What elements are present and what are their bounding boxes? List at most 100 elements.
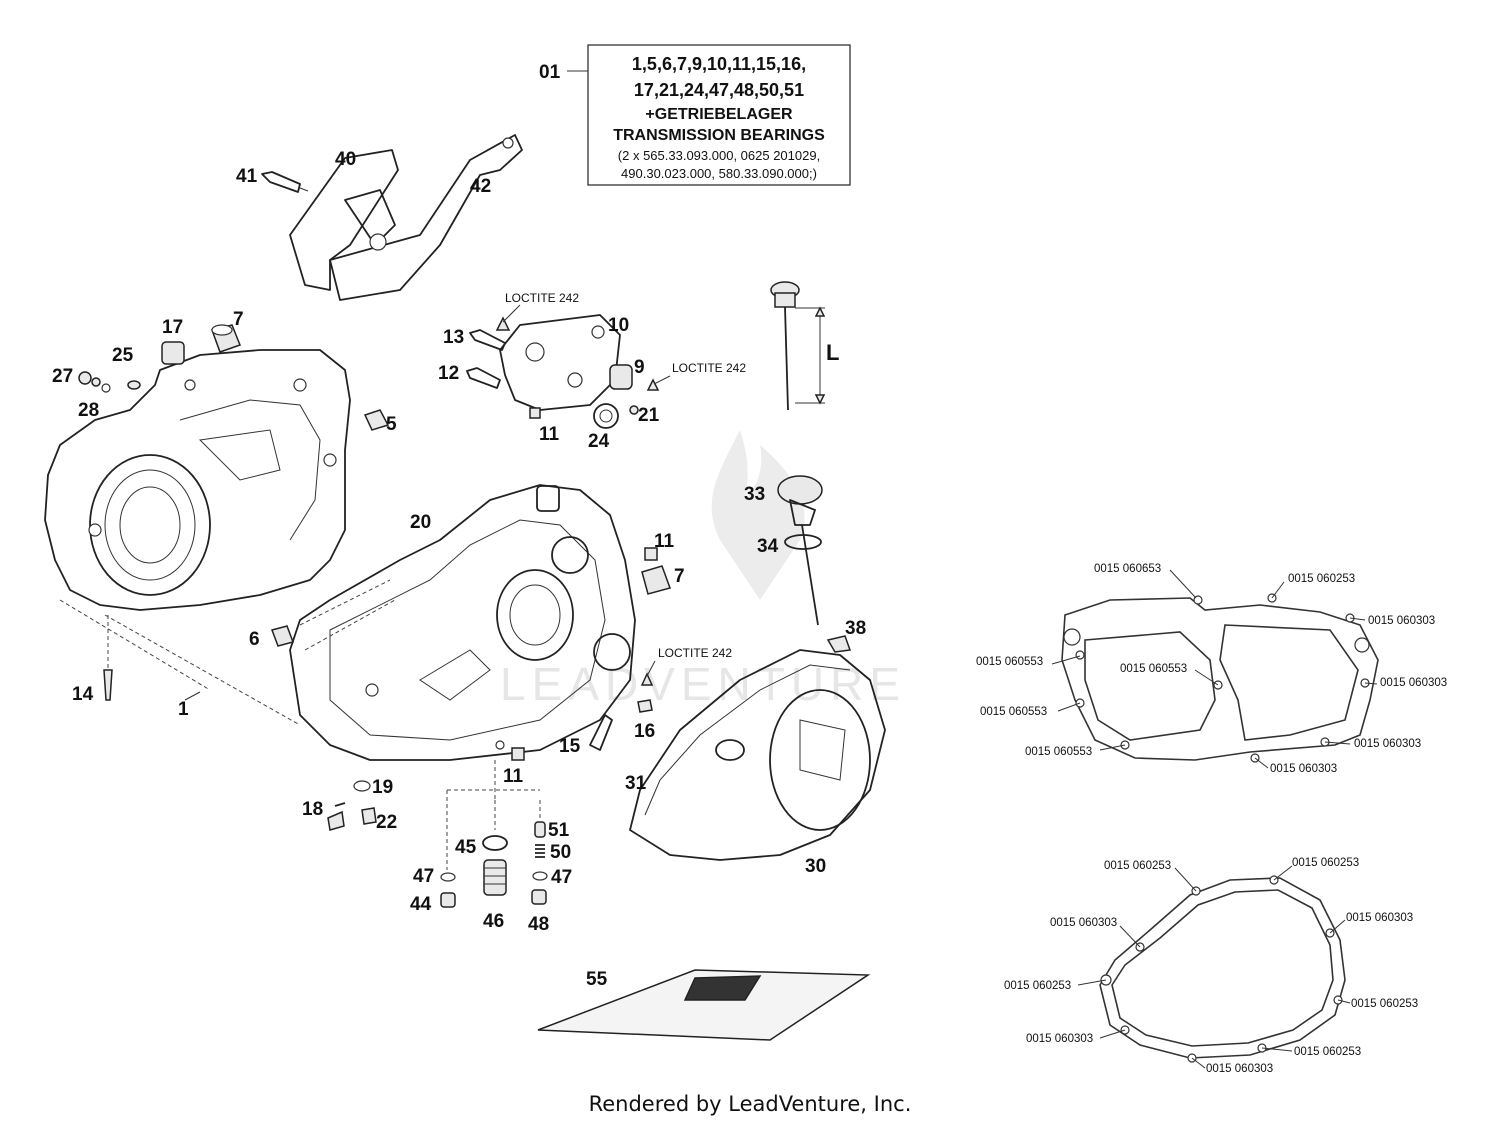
clutch-cover-gasket: 0015 060253 0015 060253 0015 060303 0015…: [1004, 857, 1418, 1075]
callout-15: 15: [559, 736, 581, 757]
bearing-9: [609, 364, 633, 390]
callout-42: 42: [470, 176, 491, 197]
callout-45: 45: [455, 837, 477, 858]
seal-24: [593, 403, 619, 429]
callout-5: 5: [386, 414, 397, 435]
callout-01: 01: [539, 62, 561, 83]
callout-14: 14: [72, 684, 94, 705]
callout-48: 48: [528, 914, 549, 935]
callout-10: 10: [608, 315, 629, 336]
callout-21: 21: [638, 405, 660, 426]
bolt-41: [261, 171, 301, 193]
gasket-code-bottom-2: 0015 060253: [1292, 857, 1359, 869]
screw-16: [637, 699, 653, 713]
callout-12: 12: [438, 363, 459, 384]
callout-40: 40: [335, 149, 356, 170]
gasket-code-bottom-7: 0015 060303: [1026, 1033, 1093, 1045]
dowel-6: [271, 625, 294, 647]
gasket-code-top-5: 0015 060553: [1120, 663, 1187, 675]
gasket-code-bottom-8: 0015 060253: [1294, 1046, 1361, 1058]
kit-line-3: +GETRIEBELAGER: [645, 106, 793, 123]
dowel-11-top: [529, 407, 541, 419]
gasket-code-top-2: 0015 060253: [1288, 573, 1355, 585]
callout-16: 16: [634, 721, 655, 742]
callout-1: 1: [178, 699, 189, 720]
lock-plate-assembly: 15 LOCTITE 242 16: [559, 646, 732, 757]
gasket-code-bottom-1: 0015 060253: [1104, 860, 1171, 872]
kit-line-1: 1,5,6,7,9,10,11,15,16,: [632, 54, 806, 74]
loctite-label-2: LOCTITE 242: [672, 361, 746, 375]
callout-47-right: 47: [551, 867, 572, 888]
chain-guide-assembly: 40 41 42: [236, 134, 523, 301]
callout-11-top: 11: [539, 424, 560, 445]
callout-44: 44: [410, 894, 432, 915]
crankcase-gasket: 0015 060653 0015 060253 0015 060303 0015…: [976, 563, 1447, 775]
gasket-code-bottom-3: 0015 060303: [1050, 917, 1117, 929]
callout-9: 9: [634, 357, 645, 378]
washer-47-right: [532, 871, 548, 881]
callout-7-top: 7: [233, 309, 244, 330]
callout-28: 28: [78, 400, 99, 421]
kit-info-box: 01 1,5,6,7,9,10,11,15,16, 17,21,24,47,48…: [539, 44, 851, 186]
spring-50: [535, 844, 545, 858]
gasket-code-top-9: 0015 060553: [1025, 746, 1092, 758]
callout-7-right: 7: [674, 566, 685, 587]
gasket-code-top-3: 0015 060303: [1368, 615, 1435, 627]
gasket-code-top-6: 0015 060303: [1380, 677, 1447, 689]
kit-line-5: (2 x 565.33.093.000, 0625 201029,: [618, 148, 820, 163]
callout-31: 31: [625, 773, 647, 794]
plug-22: [361, 807, 377, 825]
kit-line-4: TRANSMISSION BEARINGS: [613, 127, 825, 144]
gasket-code-bottom-4: 0015 060303: [1346, 912, 1413, 924]
loctite-label-3: LOCTITE 242: [658, 646, 732, 660]
bearing-17: [161, 341, 185, 365]
drain-plugs: 19 18 22: [302, 777, 397, 833]
kit-line-2: 17,21,24,47,48,50,51: [634, 80, 804, 100]
callout-50: 50: [550, 842, 571, 863]
gasket-code-top-8: 0015 060303: [1354, 738, 1421, 750]
oil-filler-plug: 33 34: [744, 475, 823, 626]
screw-14: [103, 669, 113, 701]
callout-25: 25: [112, 345, 134, 366]
parts-diagram: LEADVENTURE 01 1,5,6,7,9,10,11,15,16, 17…: [44, 44, 1447, 1075]
callout-24: 24: [588, 431, 610, 452]
callout-L: L: [826, 340, 839, 365]
o-ring-45: [482, 835, 508, 851]
callout-38: 38: [845, 618, 866, 639]
callout-13: 13: [443, 327, 464, 348]
loctite-label-1: LOCTITE 242: [505, 291, 579, 305]
callout-55: 55: [586, 969, 608, 990]
callout-17: 17: [162, 317, 183, 338]
plug-44: [440, 892, 456, 908]
gasket-code-top-1: 0015 060653: [1094, 563, 1161, 575]
dipstick: L: [770, 281, 839, 411]
callout-51: 51: [548, 820, 570, 841]
washer-47-left: [440, 872, 456, 882]
dowel-11-right: [644, 547, 658, 561]
right-crankcase-half: 20 11 7 6 11: [249, 484, 685, 787]
clutch-cover-assembly: 38 31 30: [625, 618, 886, 877]
bolt-12: [466, 367, 501, 389]
bearing-retainer-assembly: LOCTITE 242 13 10 12 9 24 LOCTITE 242 21…: [438, 291, 746, 452]
oil-screen-assembly: 45 46 51 50 47 48 47 44: [410, 760, 572, 935]
callout-47-left: 47: [413, 866, 434, 887]
gasket-code-top-4: 0015 060553: [976, 656, 1043, 668]
small-parts-left: 17 7 25 27 28 5 14: [52, 309, 397, 705]
callout-19: 19: [372, 777, 393, 798]
filler-plug-33: [777, 475, 823, 505]
callout-27: 27: [52, 366, 73, 387]
gasket-code-bottom-9: 0015 060303: [1206, 1063, 1273, 1075]
gasket-set-package: 55: [537, 969, 871, 1041]
seal-25: [127, 380, 141, 390]
callout-22: 22: [376, 812, 397, 833]
gasket-code-bottom-6: 0015 060253: [1351, 998, 1418, 1010]
dowel-5: [363, 409, 390, 431]
callout-20: 20: [410, 512, 431, 533]
plug-27: [78, 371, 92, 385]
washer-19: [353, 780, 371, 792]
gasket-code-bottom-5: 0015 060253: [1004, 980, 1071, 992]
screw-21: [629, 405, 639, 415]
callout-41: 41: [236, 166, 258, 187]
clutch-cover-30: [629, 649, 886, 861]
lock-plate-15: [589, 714, 613, 751]
